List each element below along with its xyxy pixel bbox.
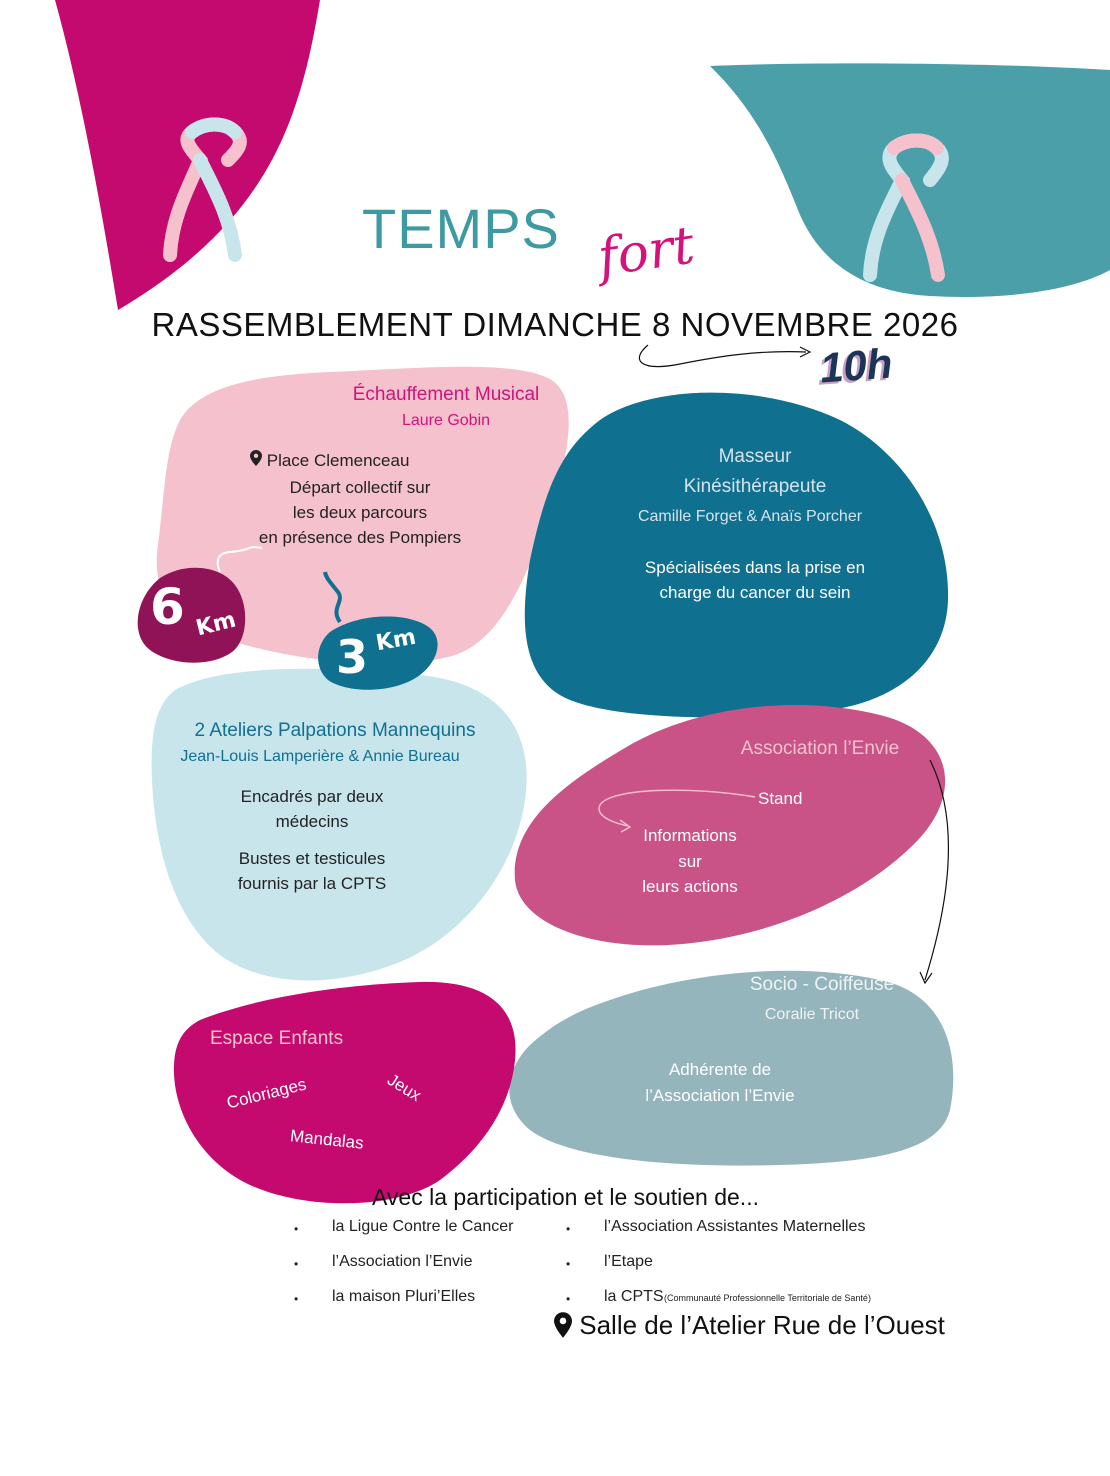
partner-right-2: l’Etape [604,1253,653,1270]
association-line-1: Informations [643,826,737,845]
echauffement-line-2: les deux parcours [292,503,428,522]
teal-corner-shape [710,63,1110,297]
pink-ribbon-icon-left [163,117,247,262]
enfants-title: Espace Enfants [210,1028,344,1049]
event-time-badge: 10h [818,339,894,392]
three-km-number: 3 [336,630,369,684]
partner-right-3: la CPTS [604,1288,664,1305]
masseur-title-line-1: Masseur [718,446,792,467]
echauffement-title: Échauffement Musical [352,384,540,405]
map-pin-icon [250,450,262,466]
bullet: • [566,1292,571,1306]
three-km-blob [318,616,438,690]
socio-title: Socio - Coiffeuse [749,974,895,995]
masseur-title-line-2: Kinésithérapeute [683,476,827,497]
partner-cpts-detail: (Communauté Professionnelle Territoriale… [664,1293,871,1303]
partner-left-2: l’Association l’Envie [332,1253,473,1270]
six-km-tail [216,546,263,573]
association-title: Association l’Envie [740,738,900,759]
bullet: • [294,1222,299,1236]
masseur-line-2: charge du cancer du sein [659,583,851,602]
partners-heading: Avec la participation et le soutien de..… [372,1184,759,1210]
ateliers-line-a2: médecins [275,812,349,831]
six-km-blob [137,567,246,663]
pink-ribbon-icon-right [863,133,949,282]
association-line-2: sur [678,852,702,871]
enfants-blob [173,981,516,1204]
echauffement-place: Place Clemenceau [266,451,410,470]
socio-line-2: l’Association l’Envie [645,1086,795,1105]
echauffement-line-3: en présence des Pompiers [258,528,462,547]
socio-line-1: Adhérente de [668,1060,772,1079]
stand-arrow [598,789,756,827]
three-km-tail [323,571,342,624]
echauffement-place-row: Place Clemenceau [250,450,409,471]
six-km-number: 6 [150,578,185,636]
association-to-socio-arrow [924,759,950,981]
association-stand: Stand [758,789,803,808]
ateliers-line-b1: Bustes et testicules [238,849,386,868]
socio-subtitle: Coralie Tricot [764,1006,860,1023]
association-line-3: leurs actions [642,877,738,896]
bullet: • [566,1222,571,1236]
location-text: Salle de l’Atelier Rue de l’Ouest [579,1310,945,1340]
masseur-blob [524,392,949,718]
event-headline: RASSEMBLEMENT DIMANCHE 8 NOVEMBRE 2026 [151,306,959,343]
masseur-subtitle: Camille Forget & Anaïs Porcher [637,508,863,525]
ateliers-title: 2 Ateliers Palpations Mannequins [194,720,476,741]
map-pin-icon [554,1312,572,1338]
ateliers-line-a1: Encadrés par deux [240,787,384,806]
title-main: TEMPS [362,197,560,260]
bullet: • [294,1292,299,1306]
ateliers-subtitle: Jean-Louis Lamperière & Annie Bureau [180,748,460,765]
echauffement-subtitle: Laure Gobin [401,412,491,429]
partner-right-1: l’Association Assistantes Maternelles [604,1218,866,1235]
partner-left-3: la maison Pluri’Elles [332,1288,476,1305]
ateliers-line-b2: fournis par la CPTS [237,874,387,893]
ateliers-blob [151,668,527,981]
masseur-line-1: Spécialisées dans la prise en [644,558,866,577]
bullet: • [294,1257,299,1271]
location-row: Salle de l’Atelier Rue de l’Ouest [554,1310,945,1341]
echauffement-line-1: Départ collectif sur [289,478,431,497]
echauffement-blob [156,366,569,664]
arrow-icon [638,344,807,368]
partner-left-1: la Ligue Contre le Cancer [332,1218,514,1235]
socio-blob [509,970,954,1166]
bullet: • [566,1257,571,1271]
association-blob [514,705,946,946]
